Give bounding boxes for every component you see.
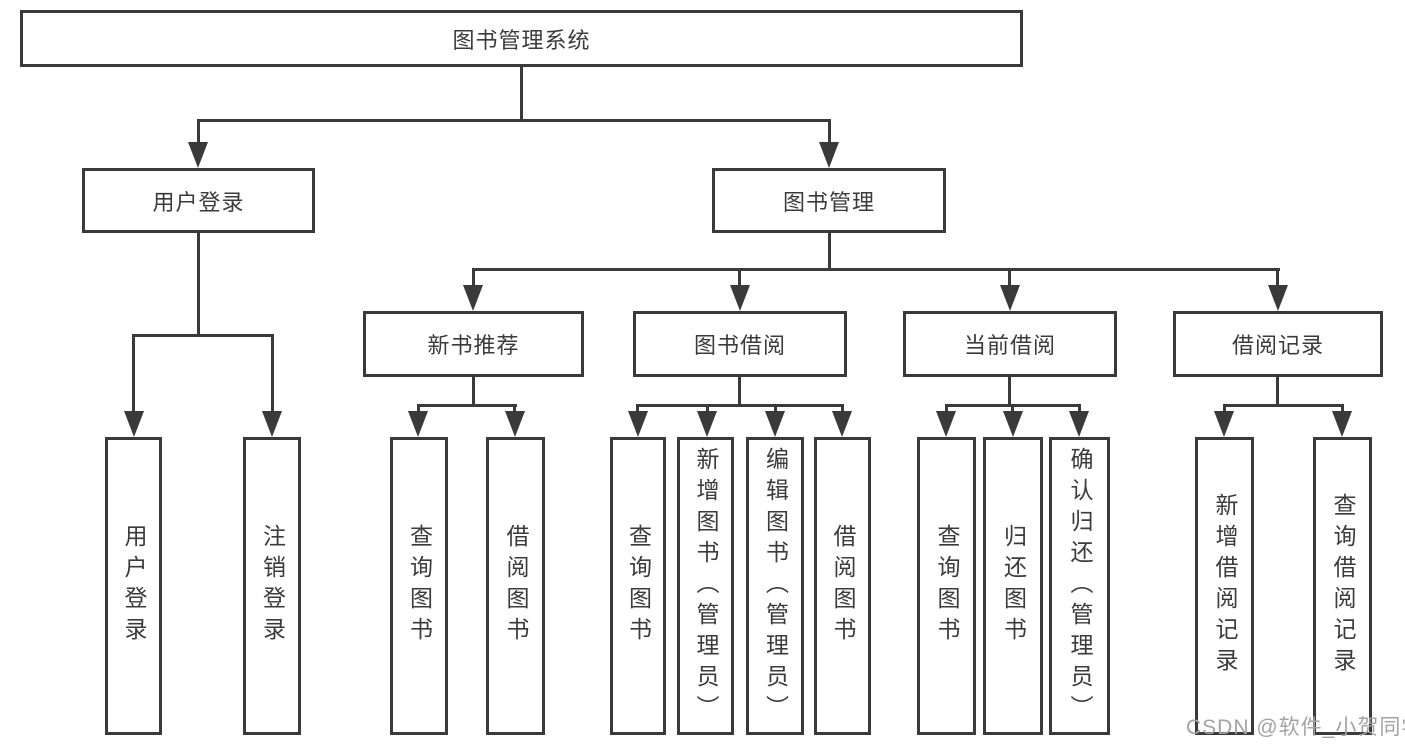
leaf-bb-edit-book-admin: 编辑图书（管理员） — [746, 437, 804, 735]
arrowhead-br-add — [1214, 411, 1234, 437]
edge-login-rail — [132, 334, 274, 337]
leaf-cb-query-books-label: 查询图书 — [934, 524, 960, 648]
arrowhead-book-management — [819, 142, 839, 168]
edge-drop-book-borrow — [738, 268, 741, 290]
leaf-bb-borrow-books-label: 借阅图书 — [830, 524, 856, 648]
arrowhead-book-borrow — [730, 285, 750, 311]
leaf-br-query-record: 查询借阅记录 — [1313, 437, 1372, 735]
edge-drop-leaf-user-login — [132, 334, 135, 414]
leaf-bb-add-book-admin-label: 新增图书（管理员） — [693, 446, 719, 726]
edge-root-stem — [520, 67, 523, 121]
arrowhead-bb-borrow — [832, 411, 852, 437]
edge-mgmt-stem — [828, 233, 831, 271]
leaf-cb-confirm-return-admin-label: 确认归还（管理员） — [1067, 446, 1093, 726]
edge-nb-stem — [472, 377, 475, 407]
leaf-nb-borrow-books-label: 借阅图书 — [503, 524, 529, 648]
leaf-nb-query-books: 查询图书 — [390, 437, 448, 735]
edge-drop-br-add — [1223, 404, 1226, 416]
edge-br-stem — [1276, 377, 1279, 407]
leaf-br-add-record-label: 新增借阅记录 — [1212, 493, 1238, 679]
node-user-login: 用户登录 — [82, 168, 315, 233]
edge-drop-bb-borrow — [841, 404, 844, 416]
arrowhead-cb-query — [936, 411, 956, 437]
leaf-nb-borrow-books: 借阅图书 — [486, 437, 545, 735]
leaf-logout: 注销登录 — [243, 437, 301, 735]
leaf-bb-edit-book-admin-label: 编辑图书（管理员） — [762, 446, 789, 726]
leaf-cb-return-books: 归还图书 — [983, 437, 1043, 735]
leaf-logout-label: 注销登录 — [259, 524, 286, 648]
edge-cb-stem — [1008, 377, 1011, 407]
node-book-management: 图书管理 — [712, 168, 946, 233]
leaf-bb-query-books: 查询图书 — [610, 437, 666, 735]
edge-drop-br-query — [1341, 404, 1344, 416]
edge-drop-book-management — [828, 119, 831, 149]
edge-drop-leaf-logout — [271, 334, 274, 414]
edge-drop-cb-query — [945, 404, 948, 416]
edge-drop-cb-confirm — [1078, 404, 1081, 416]
node-current-borrow: 当前借阅 — [903, 311, 1117, 377]
edge-nb-rail — [417, 404, 517, 407]
edge-root-rail — [197, 119, 831, 122]
edge-drop-new-book — [472, 268, 475, 290]
arrowhead-leaf-user-login — [124, 411, 144, 437]
edge-drop-nb-borrow — [513, 404, 516, 416]
leaf-br-query-record-label: 查询借阅记录 — [1330, 493, 1356, 679]
csdn-watermark: CSDN @软件_小贺同学 — [1186, 716, 1405, 739]
leaf-cb-return-books-label: 归还图书 — [1000, 524, 1027, 648]
edge-bb-stem — [738, 377, 741, 407]
arrowhead-br-query — [1332, 411, 1352, 437]
edge-mgmt-rail — [472, 268, 1280, 271]
arrowhead-cb-confirm — [1069, 411, 1089, 437]
edge-drop-nb-query — [417, 404, 420, 416]
leaf-br-add-record: 新增借阅记录 — [1195, 437, 1254, 735]
edge-drop-borrow-records — [1276, 268, 1279, 290]
leaf-cb-confirm-return-admin: 确认归还（管理员） — [1049, 437, 1110, 735]
edge-drop-bb-edit — [774, 404, 777, 416]
edge-drop-bb-add — [706, 404, 709, 416]
edge-login-stem — [197, 233, 200, 337]
arrowhead-user-login — [188, 142, 208, 168]
node-borrow-records: 借阅记录 — [1173, 311, 1383, 377]
arrowhead-leaf-logout — [262, 411, 282, 437]
leaf-bb-add-book-admin: 新增图书（管理员） — [677, 437, 734, 735]
node-new-book-recommend: 新书推荐 — [363, 311, 584, 377]
arrowhead-current-borrow — [1000, 285, 1020, 311]
edge-drop-user-login — [197, 119, 200, 149]
node-root: 图书管理系统 — [20, 10, 1023, 67]
arrowhead-bb-edit — [765, 411, 785, 437]
arrowhead-nb-query — [408, 411, 428, 437]
leaf-bb-borrow-books: 借阅图书 — [814, 437, 871, 735]
arrowhead-bb-query — [628, 411, 648, 437]
edge-bb-rail — [636, 404, 844, 407]
arrowhead-new-book — [463, 285, 483, 311]
leaf-bb-query-books-label: 查询图书 — [625, 524, 652, 648]
edge-drop-cb-return — [1011, 404, 1014, 416]
edge-drop-bb-query — [636, 404, 639, 416]
arrowhead-nb-borrow — [505, 411, 525, 437]
leaf-nb-query-books-label: 查询图书 — [406, 524, 433, 648]
edge-drop-current-borrow — [1008, 268, 1011, 290]
leaf-user-login: 用户登录 — [105, 437, 162, 735]
leaf-cb-query-books: 查询图书 — [917, 437, 976, 735]
leaf-user-login-label: 用户登录 — [121, 524, 147, 648]
arrowhead-cb-return — [1003, 411, 1023, 437]
node-book-borrow: 图书借阅 — [633, 311, 847, 377]
arrowhead-borrow-records — [1268, 285, 1288, 311]
arrowhead-bb-add — [697, 411, 717, 437]
edge-br-rail — [1223, 404, 1344, 407]
